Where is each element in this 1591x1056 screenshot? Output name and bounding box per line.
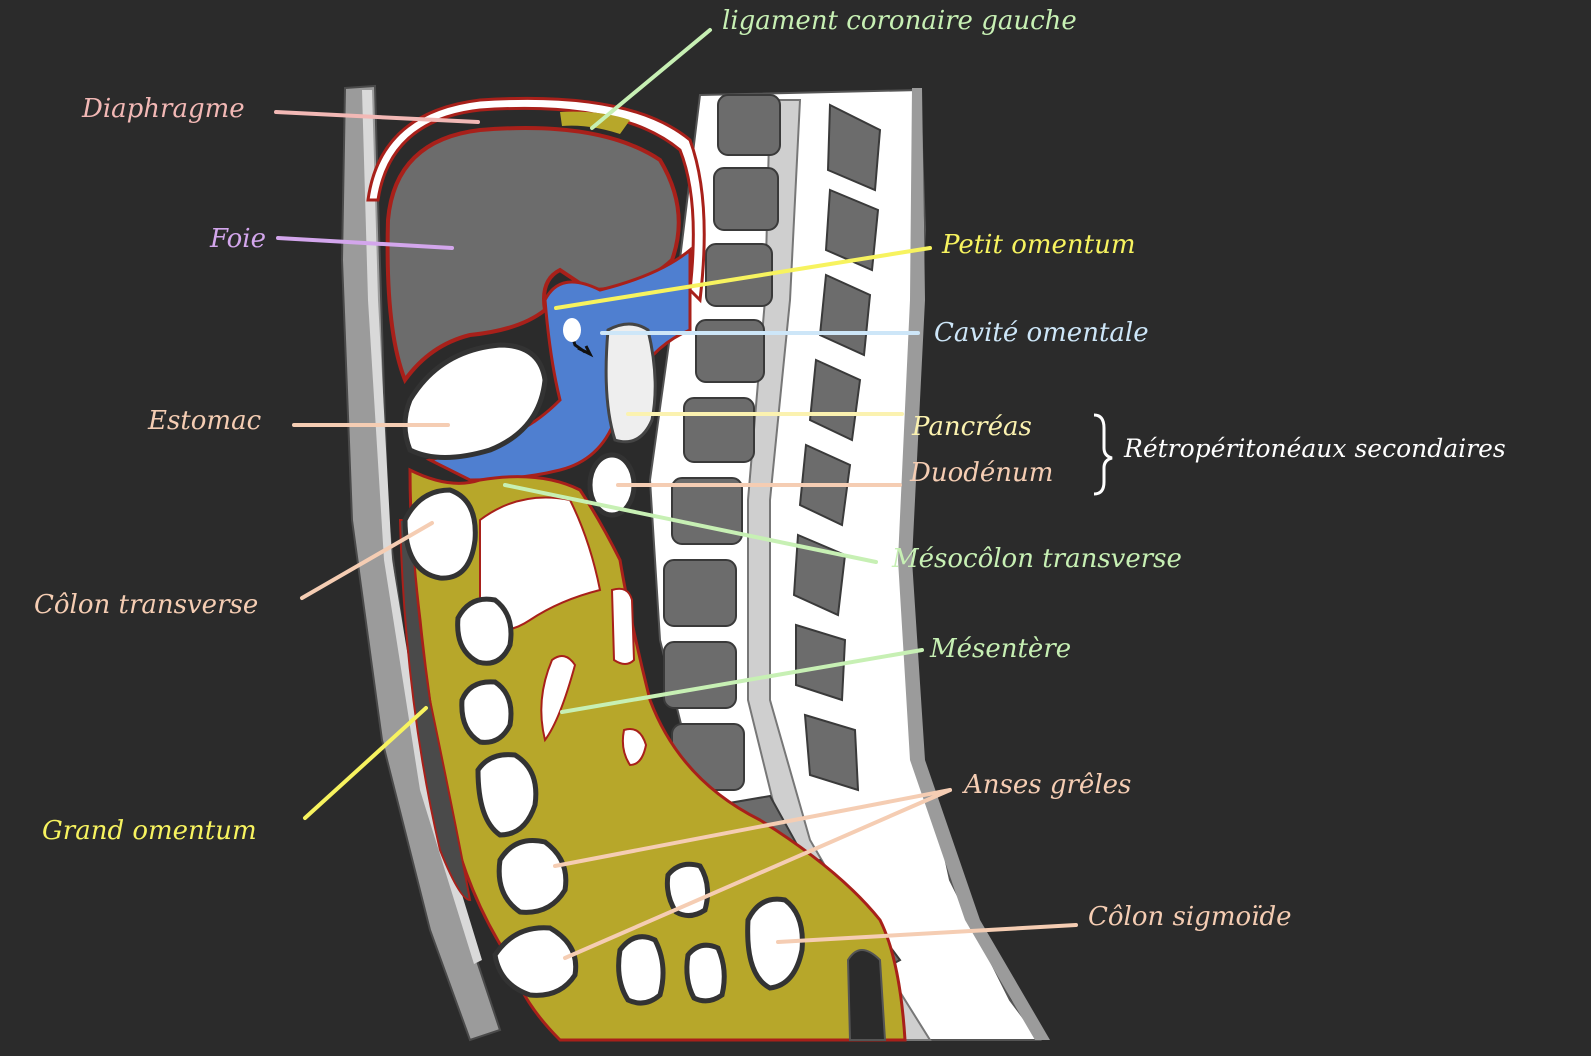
mesentery-spaces (479, 496, 648, 767)
leader-ligament-coronaire (590, 28, 712, 130)
label-grand-omentum: Grand omentum (42, 816, 257, 846)
leader-petit-omentum (554, 246, 932, 310)
leader-colon-sigmoide (776, 923, 1078, 944)
leader-anses-greles-1 (553, 788, 952, 868)
label-estomac: Estomac (148, 406, 262, 436)
foramen-marker (563, 318, 581, 342)
label-diaphragme: Diaphragme (82, 94, 245, 124)
label-mesocolon-transverse: Mésocôlon transverse (892, 544, 1182, 574)
leader-mesentere (560, 648, 924, 714)
label-duodenum: Duodénum (910, 458, 1054, 488)
label-retroperitoneaux-secondaires: Rétropéritonéaux secondaires (1124, 434, 1506, 463)
leader-foie (276, 236, 454, 250)
label-foie: Foie (210, 224, 266, 254)
pancreas (604, 322, 657, 444)
leader-lines (274, 28, 1078, 960)
label-ligament-coronaire-gauche: ligament coronaire gauche (722, 6, 1077, 36)
label-colon-transverse: Côlon transverse (34, 590, 259, 620)
spinal-canal (747, 99, 932, 1041)
leader-anses-greles-2 (563, 788, 952, 960)
leader-mesocolon-transverse (503, 483, 878, 564)
transverse-colon (402, 487, 478, 581)
greater-omentum (398, 519, 472, 902)
small-intestine-loops (455, 596, 727, 1006)
sigmoid-colon (745, 896, 805, 991)
label-colon-sigmoide: Côlon sigmoïde (1088, 902, 1292, 932)
retroperitoneal-brace (1093, 413, 1113, 496)
label-petit-omentum: Petit omentum (942, 230, 1136, 260)
omental-bursa (425, 246, 692, 482)
leader-colon-transverse (300, 521, 434, 600)
stomach (402, 342, 548, 460)
label-anses-greles: Anses grêles (964, 770, 1132, 800)
leader-grand-omentum (303, 706, 428, 820)
label-mesentere: Mésentère (930, 634, 1072, 664)
pelvic-floor (846, 949, 887, 1041)
posterior-skin (898, 88, 1050, 1040)
label-pancreas: Pancréas (912, 412, 1032, 442)
coronary-ligament-area (560, 111, 630, 134)
leader-diaphragme (274, 110, 480, 124)
label-cavite-omentale: Cavité omentale (934, 318, 1149, 348)
diaphragm-dome (366, 96, 706, 304)
